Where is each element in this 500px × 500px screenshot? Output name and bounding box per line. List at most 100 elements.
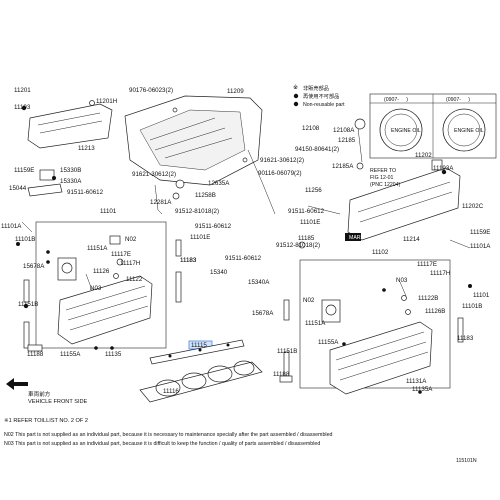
part-label-11117e: 11117E xyxy=(417,261,437,268)
part-label-11193a: 11193A xyxy=(433,165,454,172)
refer-line2: FIG 12-01 xyxy=(370,175,393,181)
part-label-15340: 15340 xyxy=(210,269,228,276)
part-label-11117e: 11117E xyxy=(111,251,131,258)
cap2-text: ENGINE OIL xyxy=(454,128,484,134)
part-label-15330a: 15330A xyxy=(60,178,82,185)
part-label-11101b: 11101B xyxy=(462,303,482,310)
legend-sym3-text: 再使用不可部品 xyxy=(303,92,339,100)
cap2-label: (0907- ) xyxy=(446,97,470,103)
cover-shield-drawing xyxy=(21,100,113,149)
part-label-11151a: 11151A xyxy=(87,245,108,252)
part-label-11193: 11193 xyxy=(14,104,31,111)
footnote-1: ※1 REFER TOILLIST NO. 2 OF 2 xyxy=(4,418,88,424)
part-label-11122: 11122 xyxy=(126,276,143,283)
oil-cap-icon-2 xyxy=(442,108,486,152)
part-label-11209: 11209 xyxy=(227,88,244,95)
cap1-text: ENGINE OIL xyxy=(391,128,421,134)
footnote-3: N03 This part is not supplied as an indi… xyxy=(4,441,321,447)
part-label-90116-06079(2): 90116-06079(2) xyxy=(258,170,302,177)
part-label-11201h: 11201H xyxy=(96,98,117,105)
part-label-11151b: 11151B xyxy=(18,301,38,308)
part-label-11117h: 11117H xyxy=(430,270,450,277)
part-label-11202: 11202 xyxy=(415,152,432,159)
part-label-11126b: 11126B xyxy=(425,308,445,315)
part-label-11183: 11183 xyxy=(457,335,474,342)
part-label-11101b: 11101B xyxy=(15,236,35,243)
part-label-15340a: 15340A xyxy=(248,279,270,286)
part-label-91621-30612(2): 91621-30612(2) xyxy=(132,171,176,178)
part-label-n02: N02 xyxy=(125,236,137,243)
left-small-parts xyxy=(27,149,276,215)
part-label-11183: 11183 xyxy=(180,257,197,264)
part-label-11155a: 11155A xyxy=(318,339,339,346)
part-label-12185: 12185 xyxy=(338,137,356,144)
part-label-11126: 11126 xyxy=(93,268,110,275)
part-label-11122b: 11122B xyxy=(418,295,438,302)
part-label-11188: 11188 xyxy=(273,371,290,378)
part-label-11101e: 11101E xyxy=(300,219,320,226)
part-label-11101a: 11101A xyxy=(1,223,22,230)
part-label-11151a: 11151A xyxy=(305,320,326,327)
head-gasket-11116 xyxy=(139,360,263,403)
legend-sym1-text: 非販売部品 xyxy=(303,84,329,92)
part-label-11151b: 11151B xyxy=(277,348,297,355)
part-label-15678a: 15678A xyxy=(23,263,45,270)
part-label-91511-60612: 91511-60612 xyxy=(67,189,104,196)
figure-id: 115101N xyxy=(456,458,477,464)
part-label-11135a: 11135A xyxy=(412,386,433,393)
part-label-n03: N03 xyxy=(90,285,102,292)
part-label-11117h: 11117H xyxy=(120,260,140,267)
part-label-11115: 11115 xyxy=(191,342,207,349)
part-label-94150-80641(2): 94150-80641(2) xyxy=(295,146,339,153)
part-label-11159e: 11159E xyxy=(14,167,34,174)
part-label-15330b: 15330B xyxy=(60,167,81,174)
part-label-11116: 11116 xyxy=(163,388,179,395)
part-label-90176-06023(2): 90176-06023(2) xyxy=(129,87,173,94)
part-label-11213: 11213 xyxy=(78,145,95,152)
part-label-11101e: 11101E xyxy=(190,234,210,241)
direction-en: VEHICLE FRONT SIDE xyxy=(28,399,88,405)
oil-cap-icon xyxy=(379,108,423,152)
part-label-12281a: 12281A xyxy=(150,199,172,206)
cap1-label: (0907- ) xyxy=(384,97,408,103)
part-label-11131a: 11131A xyxy=(406,378,427,385)
part-label-11202c: 11202C xyxy=(462,203,484,210)
right-head-box xyxy=(279,259,464,395)
part-label-15044: 15044 xyxy=(9,185,27,192)
part-label-12185a: 12185A xyxy=(332,163,354,170)
part-label-11201: 11201 xyxy=(14,87,31,94)
part-label-11101a: 11101A xyxy=(470,243,491,250)
part-label-11256: 11256 xyxy=(305,187,322,194)
non-reusable-marker-icon xyxy=(293,93,299,99)
non-reusable-marker-icon-2 xyxy=(293,101,299,107)
part-label-11188: 11188 xyxy=(27,351,44,358)
part-label-11183: 11183 xyxy=(180,257,197,264)
part-label-91511-60612: 91511-60612 xyxy=(225,255,262,262)
vehicle-front-arrow-icon xyxy=(6,378,28,390)
part-label-12635a: 12635A xyxy=(208,180,230,187)
part-label-n02: N02 xyxy=(303,297,315,304)
part-label-n03: N03 xyxy=(396,277,408,284)
part-label-11101: 11101 xyxy=(473,292,490,299)
part-label-11101: 11101 xyxy=(100,208,117,215)
refer-line3: (PNC 12204) xyxy=(370,182,401,188)
gasket-11115 xyxy=(149,339,245,365)
part-label-91512-81018(2): 91512-81018(2) xyxy=(175,208,219,215)
legend-icons: ※ 非販売部品 再使用不可部品 Non-reusable part xyxy=(293,84,345,108)
part-label-11155a: 11155A xyxy=(60,351,81,358)
part-label-91512-81018(2): 91512-81018(2) xyxy=(276,242,320,249)
part-label-11214: 11214 xyxy=(403,236,420,243)
direction-jp: 車両前方 xyxy=(28,392,51,398)
part-label-11135: 11135 xyxy=(105,351,122,358)
part-label-11185: 11185 xyxy=(298,235,315,242)
engine-cover-drawing xyxy=(124,95,263,186)
part-label-11258b: 11258B xyxy=(195,192,216,199)
part-number-labels: 11201 11201H 11193 11213 90176-06023(2) 11209… xyxy=(1,87,491,395)
part-label-91621-30612(2): 91621-30612(2) xyxy=(260,157,304,164)
refer-line1: REFER TO xyxy=(370,168,396,174)
legend-sym2-text: Non-reusable part xyxy=(303,102,345,108)
left-head-box xyxy=(16,221,182,352)
footnote-2: N02 This part is not supplied as an indi… xyxy=(4,432,333,438)
